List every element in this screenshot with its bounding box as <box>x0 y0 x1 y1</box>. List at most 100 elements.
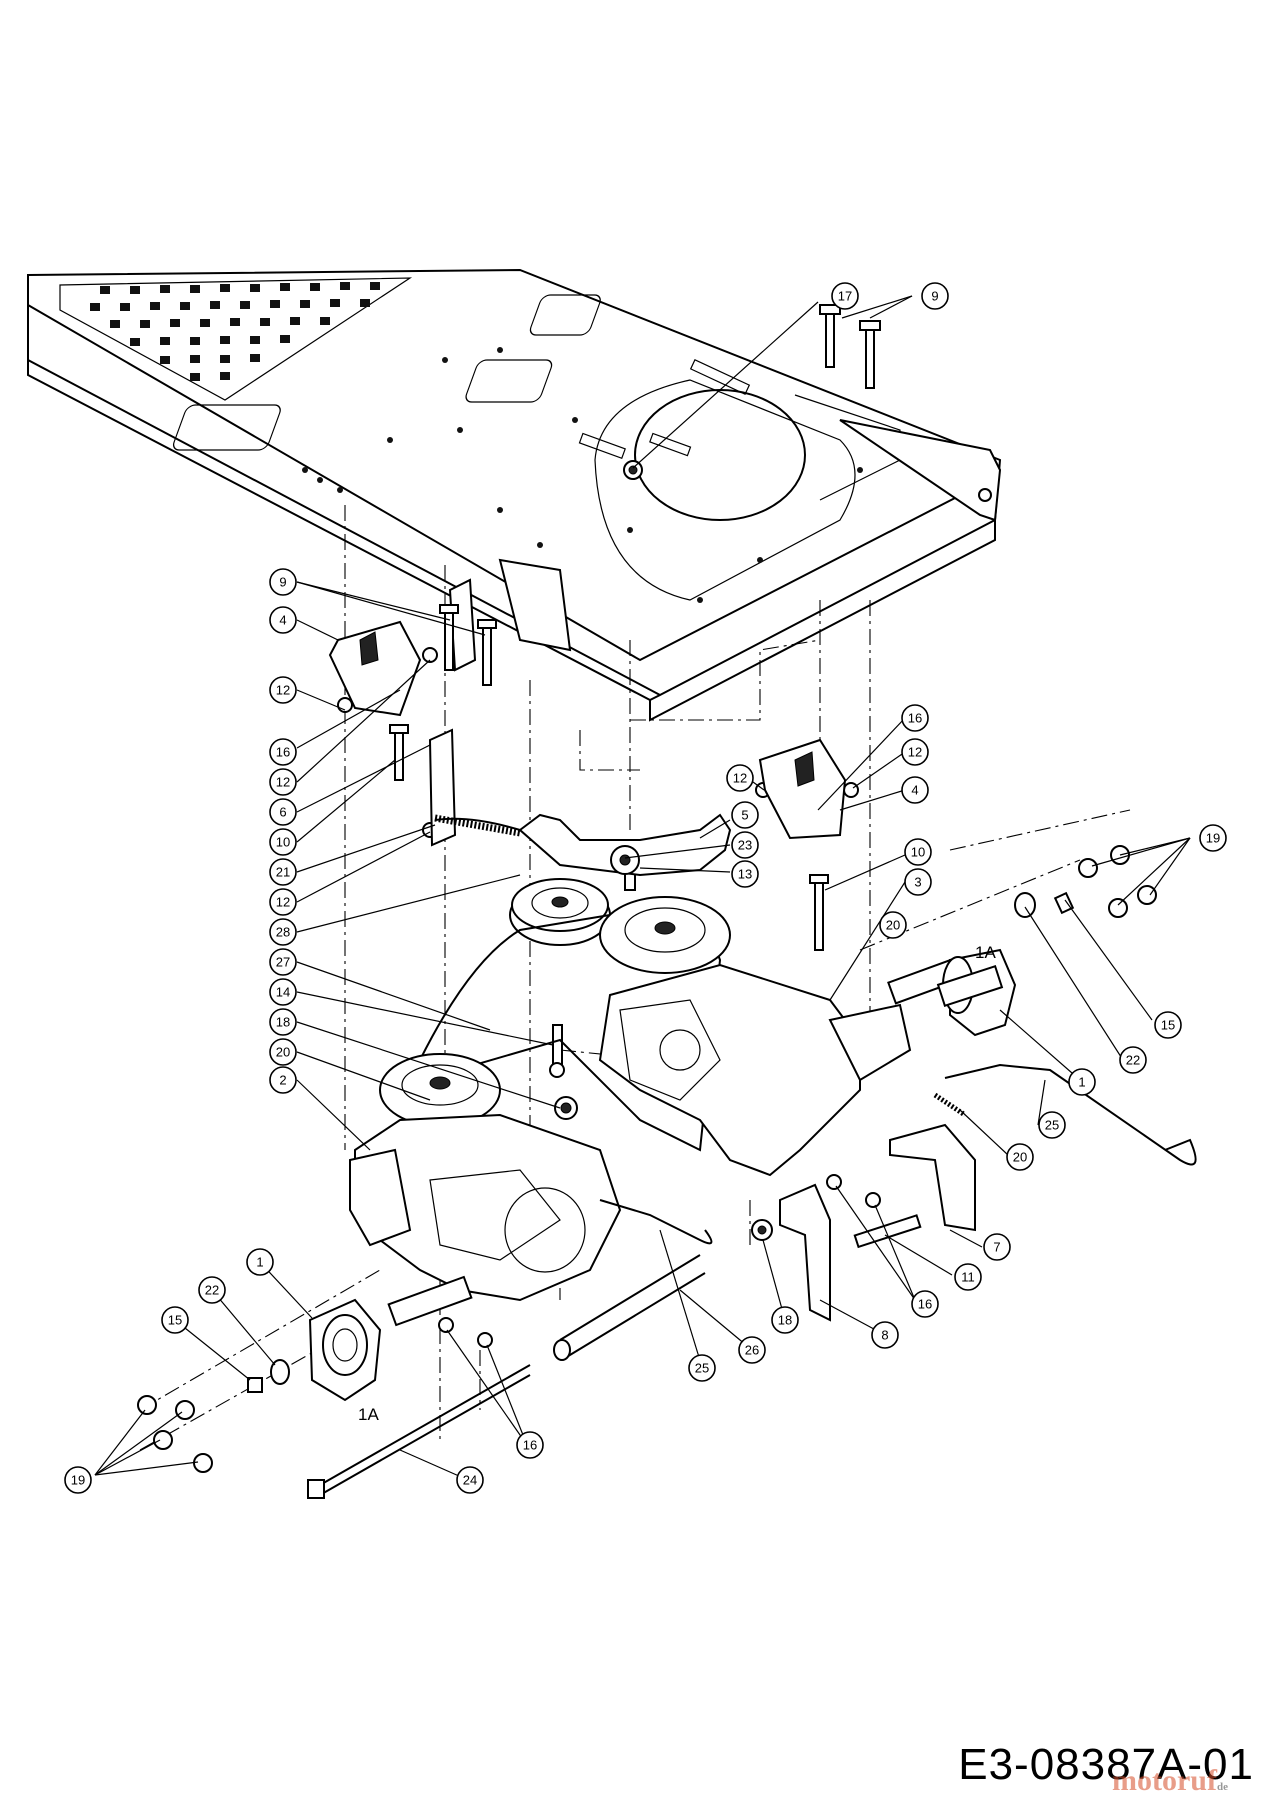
callout: 16 <box>516 1431 544 1459</box>
callout: 19 <box>64 1466 92 1494</box>
svg-text:27: 27 <box>276 955 290 970</box>
foot-grid <box>59 277 413 401</box>
svg-text:25: 25 <box>695 1361 709 1376</box>
callout: 21 <box>269 858 297 886</box>
hardware <box>137 304 1157 1473</box>
leader-lines <box>94 295 1191 1481</box>
callout: 22 <box>198 1276 226 1304</box>
svg-text:18: 18 <box>276 1015 290 1030</box>
svg-text:12: 12 <box>276 895 290 910</box>
label-1a: 1A <box>358 1405 379 1424</box>
callout: 25 <box>1038 1111 1066 1139</box>
svg-text:20: 20 <box>886 918 900 933</box>
svg-text:16: 16 <box>523 1438 537 1453</box>
idler-arm <box>518 813 732 877</box>
callout: 18 <box>771 1306 799 1334</box>
svg-text:12: 12 <box>733 771 747 786</box>
callout: 25 <box>688 1354 716 1382</box>
svg-text:6: 6 <box>279 805 286 820</box>
callout: 20 <box>1006 1143 1034 1171</box>
svg-text:13: 13 <box>738 867 752 882</box>
callout: 15 <box>1154 1011 1182 1039</box>
callout: 4 <box>269 606 297 634</box>
callout: 13 <box>731 860 759 888</box>
svg-text:22: 22 <box>205 1283 219 1298</box>
callout: 9 <box>921 282 949 310</box>
callout: 15 <box>161 1306 189 1334</box>
wheel-hubs <box>308 948 1017 1402</box>
svg-text:16: 16 <box>908 711 922 726</box>
callout: 18 <box>269 1008 297 1036</box>
svg-text:4: 4 <box>279 613 286 628</box>
bracket-and-spring <box>428 728 521 847</box>
callout: 12 <box>269 676 297 704</box>
svg-text:4: 4 <box>911 783 918 798</box>
side-brackets <box>779 1123 976 1322</box>
callout: 14 <box>269 978 297 1006</box>
svg-text:16: 16 <box>918 1297 932 1312</box>
callout: 11 <box>954 1263 982 1291</box>
svg-text:12: 12 <box>908 745 922 760</box>
svg-text:17: 17 <box>838 289 852 304</box>
svg-text:25: 25 <box>1045 1118 1059 1133</box>
frame-deck-plate <box>27 268 1002 722</box>
svg-text:22: 22 <box>1126 1053 1140 1068</box>
callout: 20 <box>879 911 907 939</box>
svg-text:20: 20 <box>1013 1150 1027 1165</box>
callout: 20 <box>269 1038 297 1066</box>
svg-text:10: 10 <box>911 845 925 860</box>
callout: 12 <box>269 888 297 916</box>
svg-text:16: 16 <box>276 745 290 760</box>
svg-text:23: 23 <box>738 838 752 853</box>
svg-text:11: 11 <box>961 1270 975 1285</box>
callout: 10 <box>269 828 297 856</box>
callout: 6 <box>269 798 297 826</box>
watermark-text: motoruf <box>1112 1764 1217 1797</box>
svg-text:15: 15 <box>168 1313 182 1328</box>
callout: 16 <box>911 1290 939 1318</box>
svg-text:12: 12 <box>276 775 290 790</box>
callout: 4 <box>901 776 929 804</box>
left-transaxle <box>349 1053 622 1327</box>
svg-text:7: 7 <box>993 1240 1000 1255</box>
callout: 26 <box>738 1336 766 1364</box>
callout: 23 <box>731 831 759 859</box>
callout: 9 <box>269 568 297 596</box>
watermark-logo: motorufde <box>1112 1764 1228 1798</box>
callout: 12 <box>269 768 297 796</box>
svg-text:9: 9 <box>279 575 286 590</box>
callout: 1 <box>246 1248 274 1276</box>
svg-text:8: 8 <box>881 1328 888 1343</box>
callout: 7 <box>983 1233 1011 1261</box>
callout: 27 <box>269 948 297 976</box>
svg-text:2: 2 <box>279 1073 286 1088</box>
svg-text:15: 15 <box>1161 1018 1175 1033</box>
svg-text:20: 20 <box>276 1045 290 1060</box>
callout: 22 <box>1119 1046 1147 1074</box>
svg-text:1: 1 <box>256 1255 263 1270</box>
svg-text:18: 18 <box>778 1313 792 1328</box>
callout: 16 <box>269 738 297 766</box>
svg-text:12: 12 <box>276 683 290 698</box>
svg-text:19: 19 <box>1206 831 1220 846</box>
callouts: 17 9 9 4 12 16 12 6 10 21 12 28 27 14 18… <box>64 282 1227 1494</box>
rods <box>307 1063 1197 1499</box>
callout: 24 <box>456 1466 484 1494</box>
svg-text:3: 3 <box>914 875 921 890</box>
svg-text:14: 14 <box>276 985 290 1000</box>
callout: 1 <box>1068 1068 1096 1096</box>
callout: 3 <box>904 868 932 896</box>
svg-text:1: 1 <box>1078 1075 1085 1090</box>
callout: 19 <box>1199 824 1227 852</box>
right-transaxle <box>598 896 963 1177</box>
idler-pulley <box>509 878 611 946</box>
label-1a: 1A <box>975 943 996 962</box>
watermark-suffix: de <box>1217 1781 1228 1793</box>
callout: 16 <box>901 704 929 732</box>
callout: 10 <box>904 838 932 866</box>
callout: 17 <box>831 282 859 310</box>
callout: 8 <box>871 1321 899 1349</box>
svg-text:26: 26 <box>745 1343 759 1358</box>
svg-text:24: 24 <box>463 1473 477 1488</box>
